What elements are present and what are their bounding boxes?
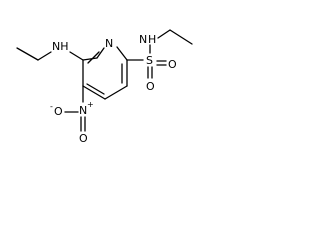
amine-nh-label: NH <box>52 40 69 53</box>
nitro-oxygen-minus-label: O <box>54 105 63 118</box>
bond-c2-nh <box>69 51 84 61</box>
structure-canvas: N NH N + O - O S O O N H <box>0 0 219 159</box>
pyridine-ring <box>82 46 128 100</box>
nitro-minus-charge: - <box>50 102 53 111</box>
sulfur-label: S <box>146 54 153 67</box>
sulfonyl-oxygen-2-label: O <box>168 58 177 71</box>
nitro-plus-charge: + <box>87 100 94 109</box>
sulfonamide-h-label: H <box>148 33 156 46</box>
nitro-nitrogen-label: N <box>79 104 87 117</box>
sulfonyl-oxygen-1-label: O <box>146 80 155 93</box>
ring-nitrogen-label: N <box>105 37 113 50</box>
bond-ch2-ch3-right <box>169 29 193 45</box>
bond-c4-c3-inner <box>86 83 105 95</box>
sulfonamide-group: S O O N H <box>126 29 193 93</box>
bond-c2-n1 <box>96 47 105 59</box>
bond-c2-n1-inner <box>87 51 100 64</box>
bond-n1-c6 <box>116 46 128 61</box>
bond-nh-ch2-right <box>157 29 171 39</box>
nitro-group: N + O - O <box>50 85 94 145</box>
sulfonamide-n-label: N <box>139 33 147 46</box>
molecule-diagram: N NH N + O - O S O O N H <box>16 29 193 145</box>
bond-c2-c3-link <box>82 57 98 61</box>
bond-ch2-ch3 <box>16 47 39 61</box>
bond-c4-c3 <box>82 85 106 100</box>
nitro-oxygen-label: O <box>79 132 88 145</box>
bond-nh-ch2 <box>37 51 52 61</box>
bond-c5-c4 <box>104 85 128 100</box>
ethylamino-group: NH <box>16 40 84 61</box>
